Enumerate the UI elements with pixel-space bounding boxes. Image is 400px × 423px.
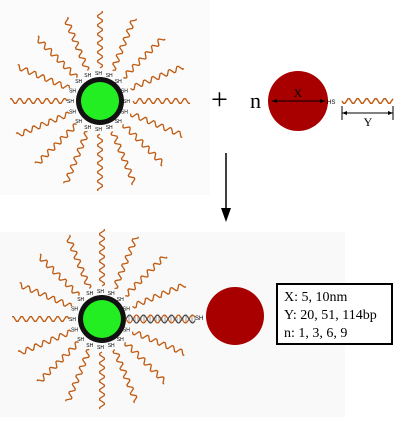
thiol-label: SH [123, 328, 130, 334]
dna-strand [129, 113, 183, 139]
dna-strand [131, 331, 185, 357]
dna-strand [19, 281, 73, 307]
thiol-label: SH [97, 289, 104, 295]
thiol-label: SH [71, 328, 78, 334]
thiol-label: SH [108, 343, 115, 349]
dna-strand [132, 98, 190, 104]
thiol-label: SH [75, 79, 82, 85]
dna-strand [132, 283, 187, 309]
dna-strand [125, 256, 168, 297]
dna-strand [130, 65, 185, 91]
dna-strand [64, 348, 90, 402]
thiol-label: SH [121, 88, 128, 94]
thiol-label: SH [75, 119, 82, 125]
dna-strand [99, 351, 105, 409]
x-arrow-right [320, 99, 325, 103]
dna-strand [36, 341, 79, 382]
legend-x: X: 5, 10nm [284, 290, 348, 305]
dna-strand [122, 124, 163, 167]
dna-strand [99, 229, 105, 287]
thiol-label: SH [117, 337, 124, 343]
thiol-label: SH [106, 73, 113, 79]
thiol-label: SH [86, 343, 93, 349]
thiol-label: SH [106, 125, 113, 131]
thiol-label: SH [69, 110, 76, 116]
y-arrow-left [342, 111, 347, 115]
dna-strand [97, 133, 103, 191]
red-dna-strand [341, 98, 394, 104]
dna-double-helix [125, 314, 196, 324]
thiol-label: SH [77, 297, 84, 303]
y-arrow-right [388, 111, 393, 115]
dna-strand [114, 236, 140, 290]
dna-strand [39, 253, 80, 296]
thiol-label: SH [67, 99, 74, 105]
thiol-label: SH [108, 291, 115, 297]
dna-strand [15, 111, 70, 137]
dna-strand [17, 329, 72, 355]
legend-y: Y: 20, 51, 114bp [284, 308, 377, 323]
thiol-label: SH [77, 337, 84, 343]
red-thiol-label: HS [327, 100, 335, 106]
thiol-label: SH [115, 119, 122, 125]
dna-strand [64, 16, 90, 71]
dna-strand [123, 38, 166, 79]
dna-strand [112, 349, 138, 404]
thiol-label: SH [84, 73, 91, 79]
bridge-thiol-label: SH [195, 316, 203, 322]
x-dimension-label: X [294, 86, 303, 100]
red-particle-bottom [206, 287, 264, 345]
dna-strand [66, 234, 92, 289]
bottom-particle-core [83, 300, 121, 338]
thiol-label: SH [95, 127, 102, 133]
dna-strand [10, 98, 68, 104]
thiol-label: SH [69, 317, 76, 323]
thiol-label: SH [69, 88, 76, 94]
dna-strand [34, 123, 77, 164]
legend-n: n: 1, 3, 6, 9 [284, 326, 348, 341]
y-dimension-label: Y [364, 115, 373, 129]
reaction-arrow-head [221, 208, 231, 222]
dna-strand [12, 316, 70, 322]
thiol-label: SH [97, 345, 104, 351]
thiol-label: SH [115, 79, 122, 85]
thiol-label: SH [121, 110, 128, 116]
thiol-label: SH [71, 306, 78, 312]
parameter-legend: X: 5, 10nm Y: 20, 51, 114bp n: 1, 3, 6, … [276, 283, 393, 345]
thiol-label: SH [123, 99, 130, 105]
plus-sign: + [211, 83, 228, 116]
thiol-label: SH [95, 71, 102, 77]
dna-strand [97, 11, 103, 69]
dna-strand [37, 35, 78, 78]
helix-backbone [125, 314, 196, 324]
dna-strand [112, 18, 138, 72]
dna-strand [62, 130, 88, 184]
x-arrow-left [272, 99, 277, 103]
thiol-label: SH [117, 297, 124, 303]
dna-strand [124, 342, 165, 385]
thiol-label: SH [86, 291, 93, 297]
helix-backbone [125, 314, 196, 324]
dna-strand [17, 63, 71, 89]
coefficient-n: n [250, 88, 261, 113]
top-particle-core [81, 82, 119, 120]
thiol-label: SH [123, 306, 130, 312]
thiol-label: SH [84, 125, 91, 131]
dna-strand [110, 131, 136, 186]
